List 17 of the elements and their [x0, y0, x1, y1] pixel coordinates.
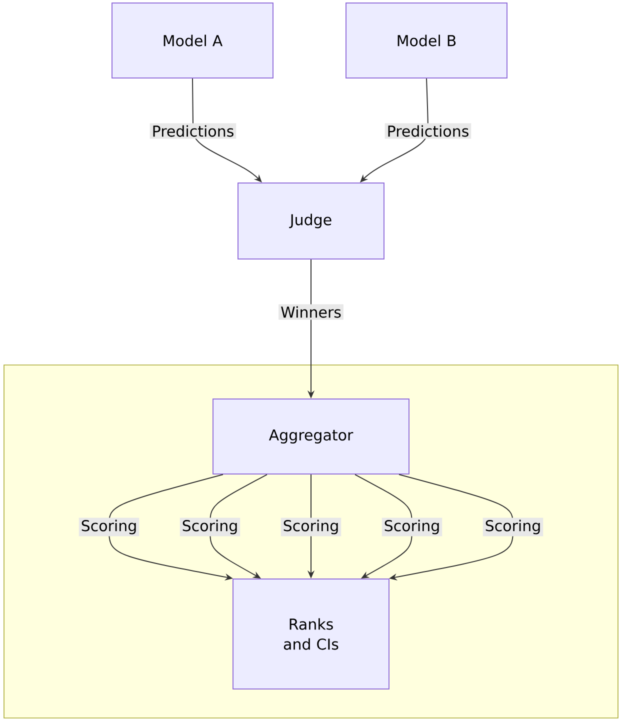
edge-label: Scoring: [180, 518, 240, 536]
edge-label: Scoring: [382, 518, 442, 536]
edge-label: Predictions: [384, 123, 472, 139]
arrow: [360, 78, 428, 182]
process-box: Model B: [346, 2, 508, 78]
process-box: Judge: [238, 182, 384, 260]
edge-label: Predictions: [150, 123, 236, 139]
edge-label: Scoring: [78, 518, 140, 536]
arrow: [210, 474, 268, 578]
arrow: [192, 78, 262, 182]
arrow: [354, 474, 412, 578]
process-box: Model A: [112, 2, 274, 78]
edge-label: Scoring: [482, 518, 544, 536]
edge-label: Winners: [278, 304, 344, 320]
edge-label: Scoring: [280, 518, 342, 536]
process-box: Ranks and CIs: [232, 578, 390, 690]
process-box: Aggregator: [212, 398, 410, 474]
